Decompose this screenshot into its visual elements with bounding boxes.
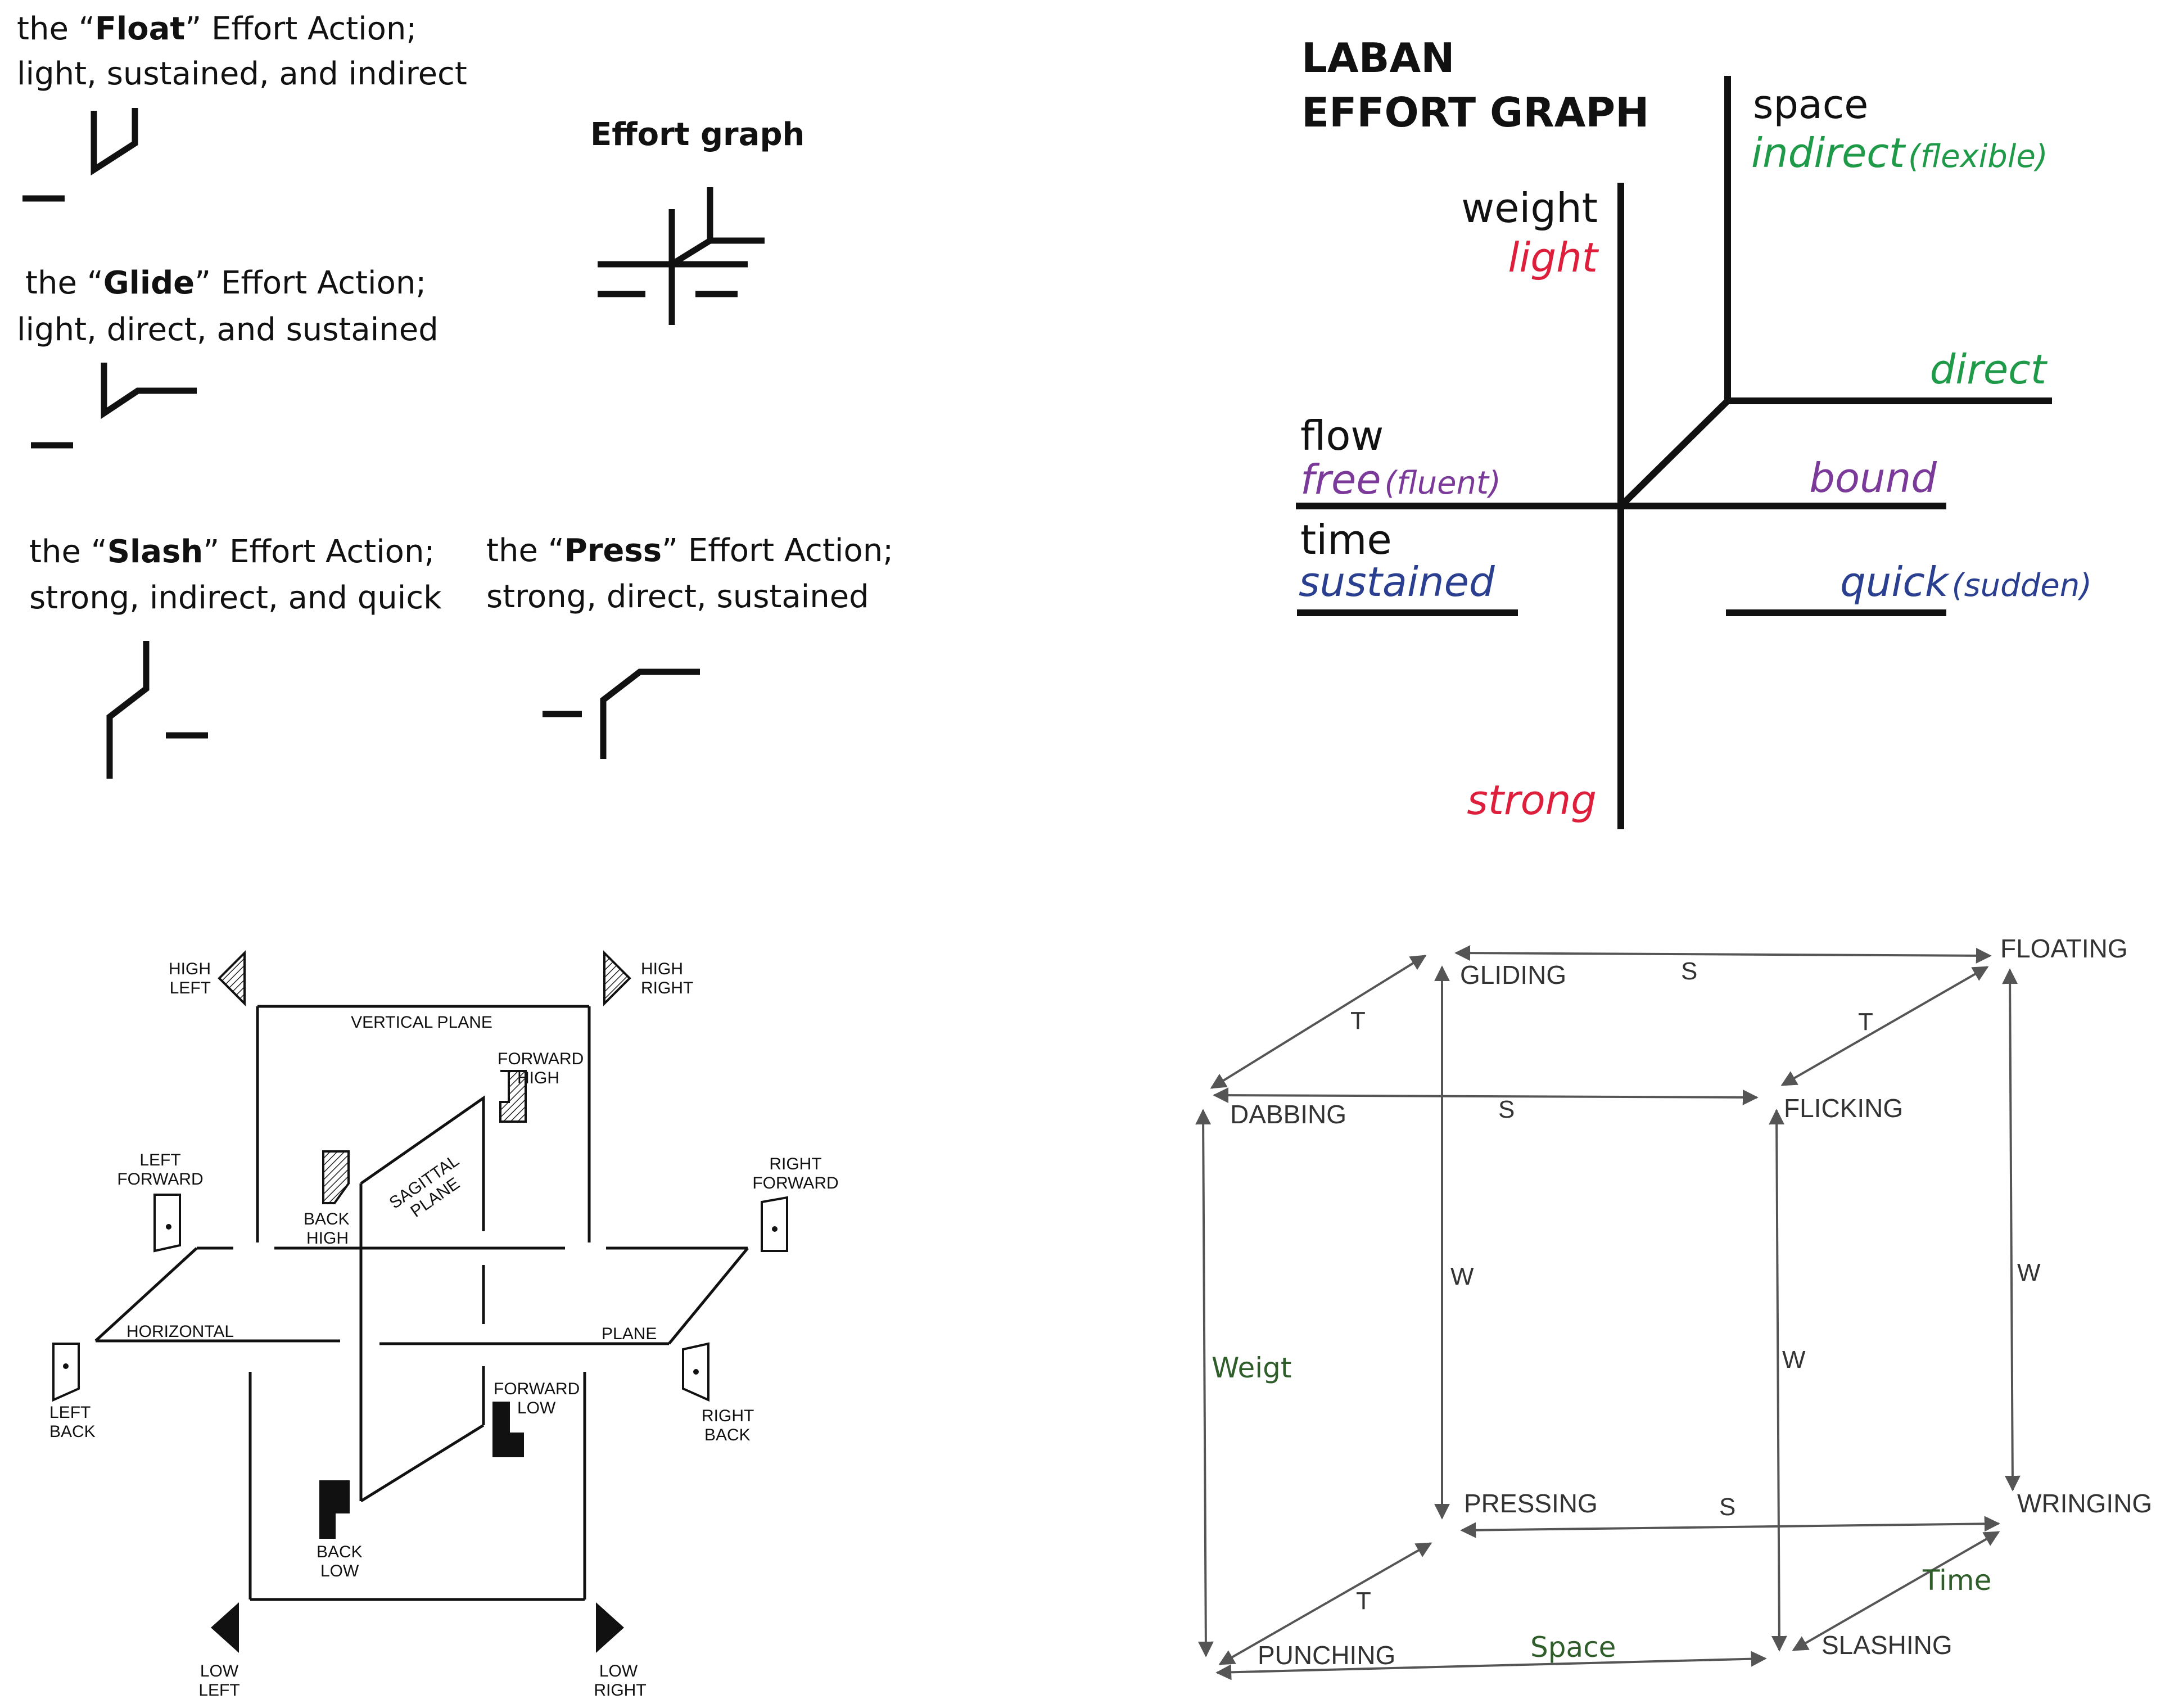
left-forward-label-1: LEFT: [139, 1151, 180, 1169]
forward-low-label-2: LOW: [517, 1399, 556, 1417]
high-left-label-2: LEFT: [170, 979, 211, 997]
flicking-label: FLICKING: [1784, 1094, 1903, 1123]
low-left-label-2: LEFT: [198, 1681, 239, 1700]
free-label: free(fluent): [1300, 456, 1501, 503]
floating-label: FLOATING: [2000, 934, 2128, 963]
back-high-label-1: BACK: [304, 1210, 350, 1228]
t-label-top-left: T: [1350, 1007, 1366, 1034]
sagittal-plane-label: SAGITTAL PLANE: [386, 1151, 463, 1221]
s-label-top-front: S: [1498, 1096, 1515, 1123]
high-right-label-1: HIGH: [641, 960, 683, 978]
high-left-label-1: HIGH: [169, 960, 211, 978]
forward-high-label-1: FORWARD: [498, 1050, 584, 1068]
press-caption-line2: strong, direct, sustained: [486, 579, 869, 615]
bound-label: bound: [1809, 454, 1937, 501]
slash-effort-sign: [106, 641, 208, 779]
strong-label: strong: [1467, 776, 1597, 824]
laban-effort-graph: LABAN EFFORT GRAPH space indirect(flexib…: [1296, 34, 2092, 829]
effort-graph-icon: [598, 187, 765, 325]
back-high-symbol: [322, 1150, 350, 1204]
diagonal-axis: [1618, 398, 1730, 509]
right-back-label-1: RIGHT: [702, 1407, 754, 1425]
vertical-plane-label: VERTICAL PLANE: [351, 1013, 492, 1032]
space-cube-label: Space: [1530, 1631, 1616, 1664]
left-forward-symbol: [153, 1194, 181, 1253]
right-forward-label-2: FORWARD: [752, 1174, 838, 1192]
effort-actions-panel: the “Float” Effort Action; light, sustai…: [17, 11, 893, 779]
s-label-bottom-back: S: [1719, 1493, 1735, 1521]
glide-caption-line1: the “Glide” Effort Action;: [25, 265, 426, 301]
low-left-label-1: LOW: [200, 1662, 239, 1680]
high-left-symbol: [218, 950, 246, 1006]
slash-caption-line2: strong, indirect, and quick: [29, 580, 442, 616]
light-label: light: [1508, 234, 1599, 281]
t-label-bottom-left: T: [1356, 1587, 1371, 1615]
right-forward-symbol: [761, 1196, 788, 1252]
indirect-label: indirect(flexible): [1751, 129, 2048, 177]
float-caption-line2: light, sustained, and indirect: [17, 56, 467, 92]
low-left-symbol: [211, 1602, 239, 1653]
low-right-label-2: RIGHT: [594, 1681, 646, 1700]
dabbing-label: DABBING: [1230, 1100, 1346, 1129]
glide-effort-sign: [31, 363, 197, 449]
slashing-label: SLASHING: [1822, 1630, 1952, 1660]
weight-label: weight: [1461, 184, 1598, 232]
right-forward-label-1: RIGHT: [769, 1155, 821, 1173]
horizontal-label: HORIZONTAL: [126, 1322, 234, 1341]
slash-caption-line1: the “Slash” Effort Action;: [29, 534, 435, 570]
time-cube-label: Time: [1922, 1564, 1991, 1597]
s-label-top-back: S: [1681, 957, 1697, 985]
wringing-label: WRINGING: [2017, 1489, 2152, 1518]
space-label: space: [1753, 82, 1868, 128]
forward-high-symbol: [499, 1070, 527, 1123]
low-right-symbol: [596, 1602, 624, 1653]
back-low-label-2: LOW: [320, 1562, 359, 1580]
sustained-label: sustained: [1299, 558, 1495, 606]
right-back-label-2: BACK: [704, 1426, 751, 1444]
gliding-label: GLIDING: [1460, 960, 1566, 989]
w-label-front-right: W: [1782, 1346, 1806, 1373]
high-right-label-2: RIGHT: [641, 979, 693, 997]
back-low-label-1: BACK: [317, 1543, 363, 1561]
pressing-label: PRESSING: [1464, 1489, 1598, 1518]
w-label-back-right: W: [2017, 1259, 2041, 1286]
weigt-label: Weigt: [1212, 1352, 1292, 1384]
left-back-label-1: LEFT: [49, 1403, 91, 1422]
laban-axes: [1296, 76, 2052, 829]
press-caption-line1: the “Press” Effort Action;: [486, 532, 893, 569]
left-back-label-2: BACK: [49, 1422, 96, 1441]
back-low-symbol: [319, 1480, 350, 1539]
laban-title-line2: EFFORT GRAPH: [1301, 89, 1649, 136]
forward-low-symbol: [492, 1402, 524, 1457]
direct-label: direct: [1930, 346, 2048, 393]
plane-label: PLANE: [602, 1325, 657, 1343]
laban-title-line1: LABAN: [1301, 34, 1454, 82]
t-label-top-right: T: [1858, 1008, 1873, 1036]
effort-cube: GLIDING FLOATING DABBING FLICKING PRESSI…: [1195, 934, 2152, 1680]
back-high-label-2: HIGH: [306, 1229, 349, 1248]
float-caption-line1: the “Float” Effort Action;: [17, 11, 417, 47]
high-right-symbol: [603, 950, 631, 1006]
effort-graph-title: Effort graph: [590, 116, 804, 153]
w-label-back-left: W: [1450, 1263, 1474, 1290]
low-right-label-1: LOW: [599, 1662, 638, 1680]
flow-label: flow: [1300, 412, 1384, 459]
left-back-symbol: [52, 1343, 80, 1402]
float-effort-sign: [22, 108, 138, 202]
time-label: time: [1300, 516, 1392, 563]
left-forward-label-2: FORWARD: [117, 1170, 203, 1189]
planes-diagram: VERTICAL PLANE HORIZONTAL PLANE SAGITTAL…: [49, 950, 839, 1700]
punching-label: PUNCHING: [1258, 1641, 1395, 1670]
forward-low-label-1: FORWARD: [494, 1380, 580, 1398]
quick-label: quick(sudden): [1840, 558, 2092, 606]
press-effort-sign: [543, 668, 700, 759]
glide-caption-line2: light, direct, and sustained: [17, 311, 439, 348]
